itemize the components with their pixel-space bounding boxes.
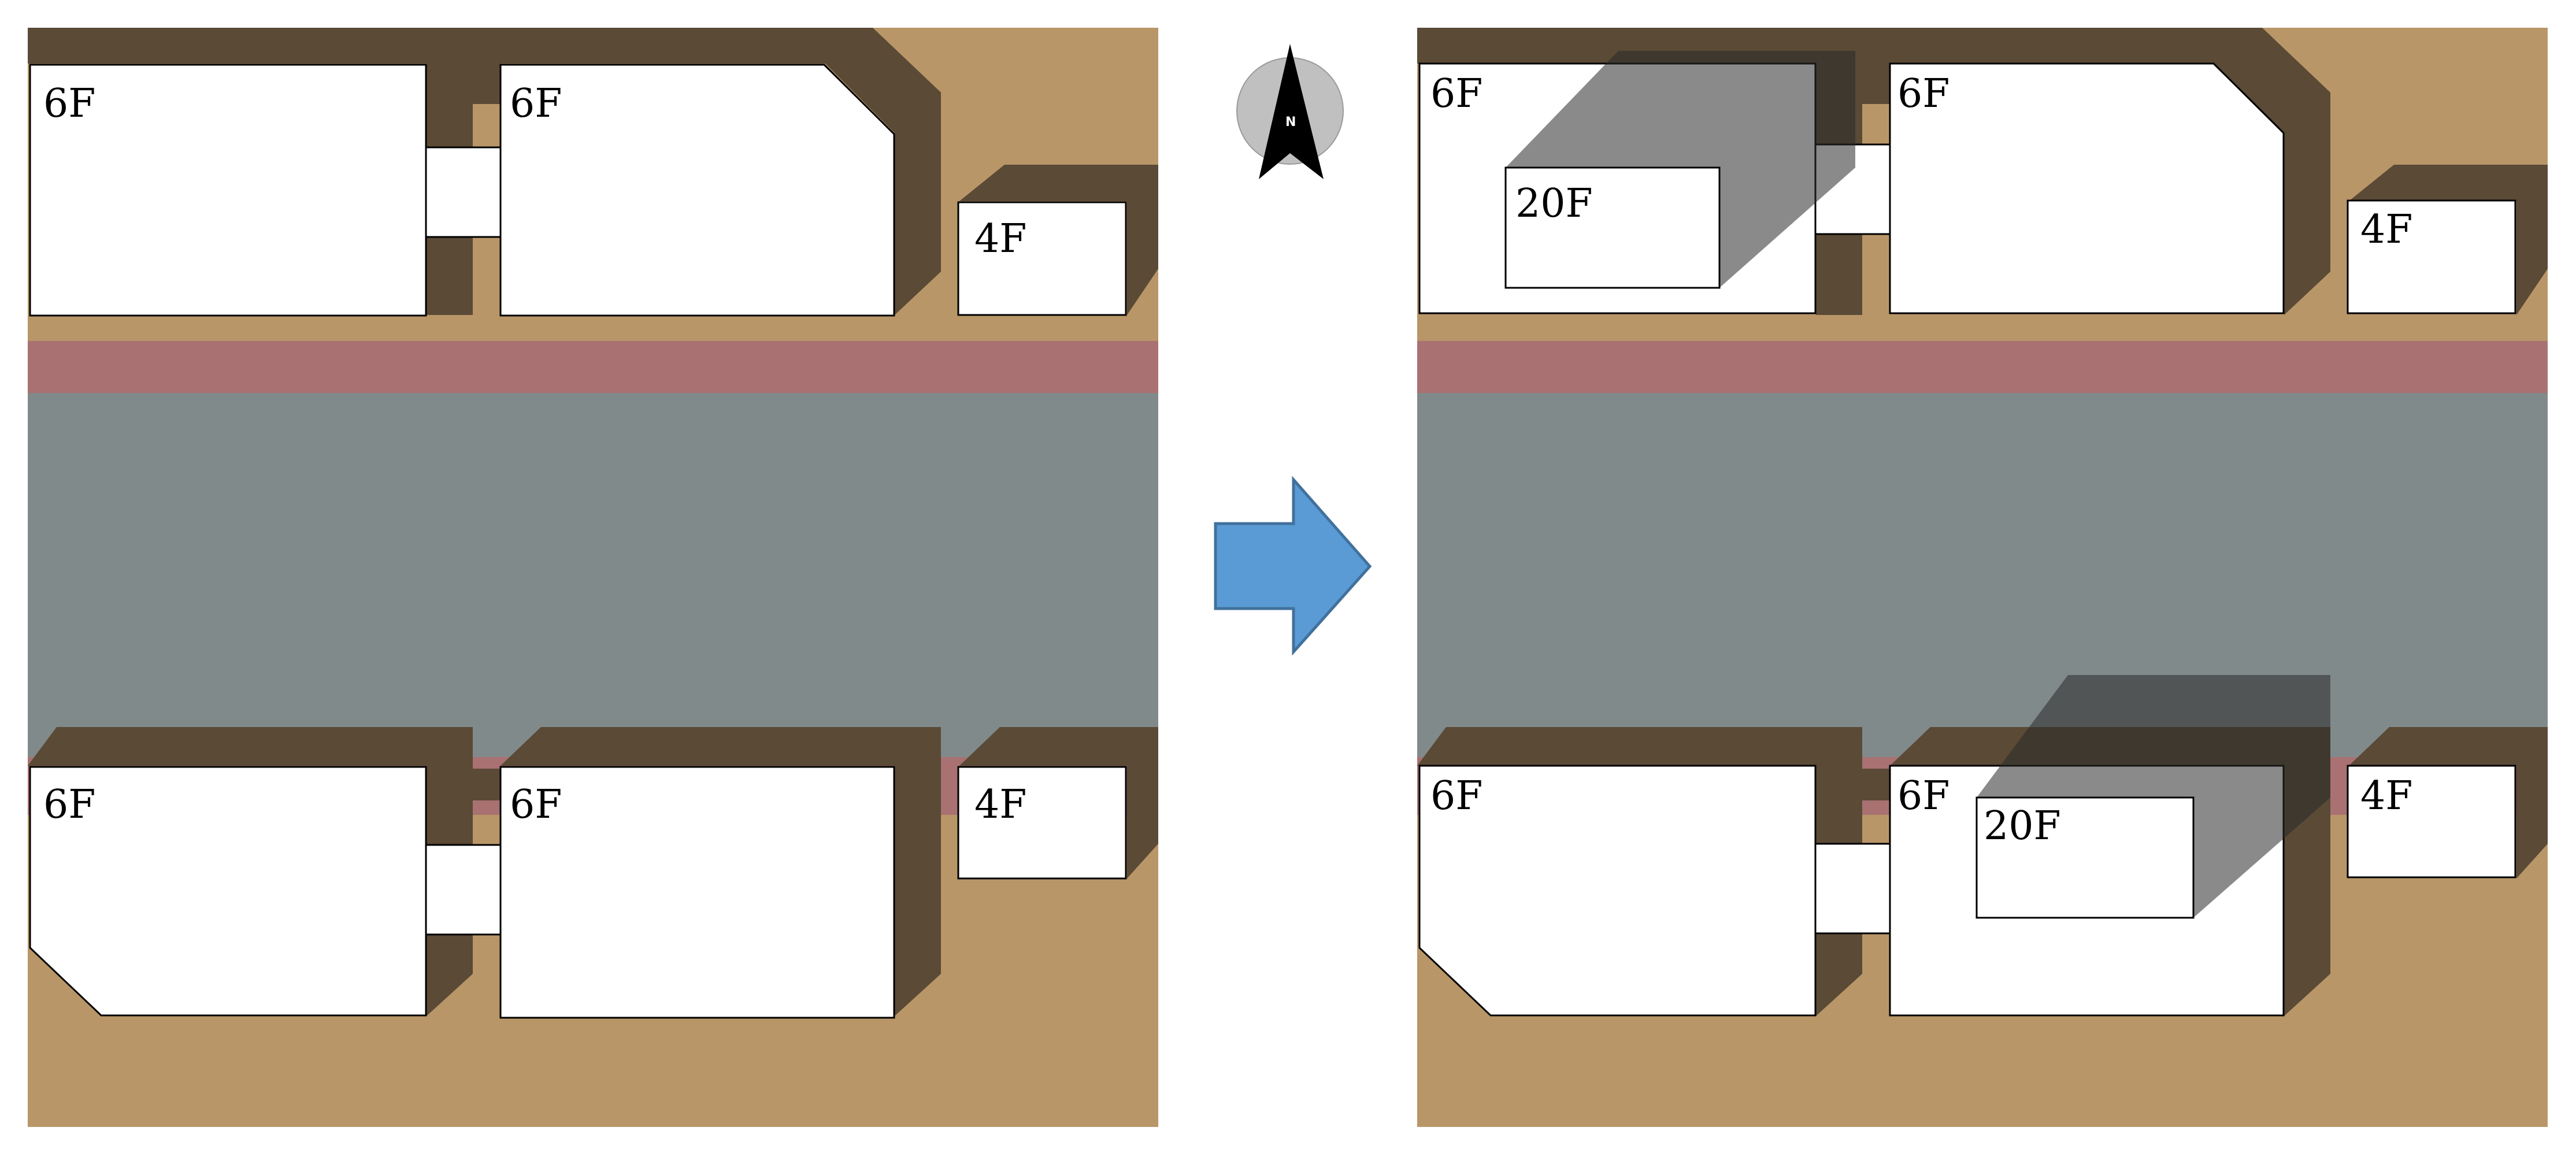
south-tower: [1975, 796, 2195, 919]
tower-floor-label: 20F: [1984, 803, 2061, 849]
floor-label: 6F: [1897, 71, 1949, 117]
before-panel: 6F 6F 4F 6F 6F 4F: [28, 28, 1158, 1127]
north-arrow-compass-icon: N: [1236, 44, 1344, 179]
floor-label: 6F: [1430, 773, 1482, 819]
floor-label: 4F: [974, 216, 1026, 262]
road: [1417, 393, 2548, 763]
north-west-block: [29, 64, 427, 317]
north-middle-block-shadow: [473, 28, 941, 315]
south-tower-volume: [1977, 675, 2330, 918]
floor-label: 6F: [43, 782, 95, 828]
floor-label: 6F: [1897, 773, 1949, 819]
floor-label: 6F: [1430, 71, 1482, 117]
floor-label: 4F: [974, 782, 1026, 828]
north-east-block: [2347, 199, 2516, 314]
floor-label: 4F: [2360, 207, 2412, 253]
north-middle-block-shadow: [1862, 28, 2330, 315]
road: [28, 393, 1158, 763]
floor-label: 4F: [2360, 773, 2412, 819]
north-east-block: [957, 201, 1127, 316]
north-letter: N: [1285, 115, 1296, 129]
floor-label: 6F: [43, 81, 95, 127]
south-east-block: [2347, 765, 2516, 878]
north-middle-block: [499, 64, 895, 317]
floor-label: 6F: [510, 81, 562, 127]
connector-box: [1814, 843, 1891, 934]
north-tower: [1504, 166, 1721, 289]
north-east-block-shadow: [2349, 165, 2548, 315]
north-west-block-shadow: [28, 28, 473, 315]
south-east-block-shadow: [959, 727, 1158, 878]
south-middle-block-shadow: [501, 727, 941, 1016]
connector-box: [424, 146, 502, 238]
right-arrow-icon: [1214, 476, 1372, 656]
north-middle-block: [1889, 62, 2285, 314]
north-east-block-shadow: [959, 165, 1158, 315]
south-west-block: [1418, 765, 1817, 1017]
south-west-block-shadow: [1417, 727, 1890, 1016]
south-east-block: [957, 766, 1127, 880]
floor-label: 6F: [510, 782, 562, 828]
south-west-block-shadow: [28, 727, 501, 1016]
after-panel: 6F 6F 4F 6F 6F 4F 20F 20F: [1417, 28, 2548, 1127]
north-arrow-icon: [1259, 44, 1324, 179]
north-sidewalk: [1417, 341, 2548, 393]
south-west-block: [29, 766, 427, 1017]
north-tower-volume: [1506, 51, 1855, 288]
south-middle-block: [499, 766, 895, 1019]
north-sidewalk: [28, 341, 1158, 393]
tower-floor-label: 20F: [1515, 181, 1593, 227]
connector-box: [424, 844, 502, 936]
